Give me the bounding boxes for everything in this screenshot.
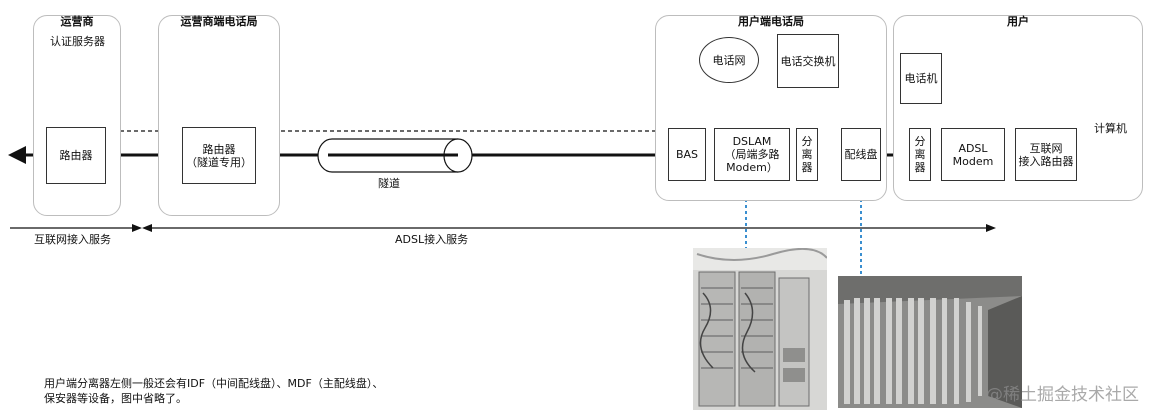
- dslam-rack-photo: [693, 248, 827, 410]
- tunnel-router-box: 路由器 （隧道专用）: [182, 127, 256, 184]
- region-title-user: 用户: [1007, 15, 1029, 28]
- adsl-service-arrow: [142, 224, 996, 232]
- adsl-service-label: ADSL接入服务: [395, 233, 469, 246]
- splitter-office-box: 分离器: [796, 128, 818, 181]
- internet-router-box: 互联网 接入路由器: [1015, 128, 1077, 181]
- distribution-frame-illustration: [838, 276, 1022, 408]
- tunnel-label: 隧道: [378, 177, 400, 190]
- region-carrier-office: 运营商端电话局: [158, 15, 280, 216]
- telephone-box: 电话机: [900, 53, 942, 104]
- footnote: 用户端分离器左侧一般还会有IDF（中间配线盘）、MDF（主配线盘）、 保安器等设…: [44, 377, 384, 405]
- dslam-box: DSLAM （局端多路 Modem）: [714, 128, 790, 181]
- phone-network-ellipse: 电话网: [699, 37, 759, 83]
- auth-server-label: 认证服务器: [50, 35, 105, 48]
- region-title-user-office: 用户端电话局: [738, 15, 804, 28]
- distribution-frame-photo: [838, 276, 1022, 408]
- adsl-modem-box: ADSL Modem: [941, 128, 1005, 181]
- dslam-rack-illustration: [693, 248, 827, 410]
- region-title-carrier: 运营商: [60, 15, 94, 28]
- distribution-frame-box: 配线盘: [841, 128, 881, 181]
- computer-label: 计算机: [1094, 122, 1127, 135]
- main-line-arrowhead: [8, 146, 26, 164]
- internet-service-arrow: [10, 224, 142, 232]
- bas-box: BAS: [668, 128, 706, 181]
- splitter-user-box: 分离器: [909, 128, 931, 181]
- carrier-router-box: 路由器: [46, 127, 106, 184]
- tunnel-cylinder: [317, 138, 473, 173]
- phone-switch-box: 电话交换机: [777, 34, 839, 88]
- watermark: @稀土掘金技术社区: [986, 385, 1139, 405]
- internet-service-label: 互联网接入服务: [34, 233, 111, 246]
- region-title-carrier-office: 运营商端电话局: [180, 15, 258, 28]
